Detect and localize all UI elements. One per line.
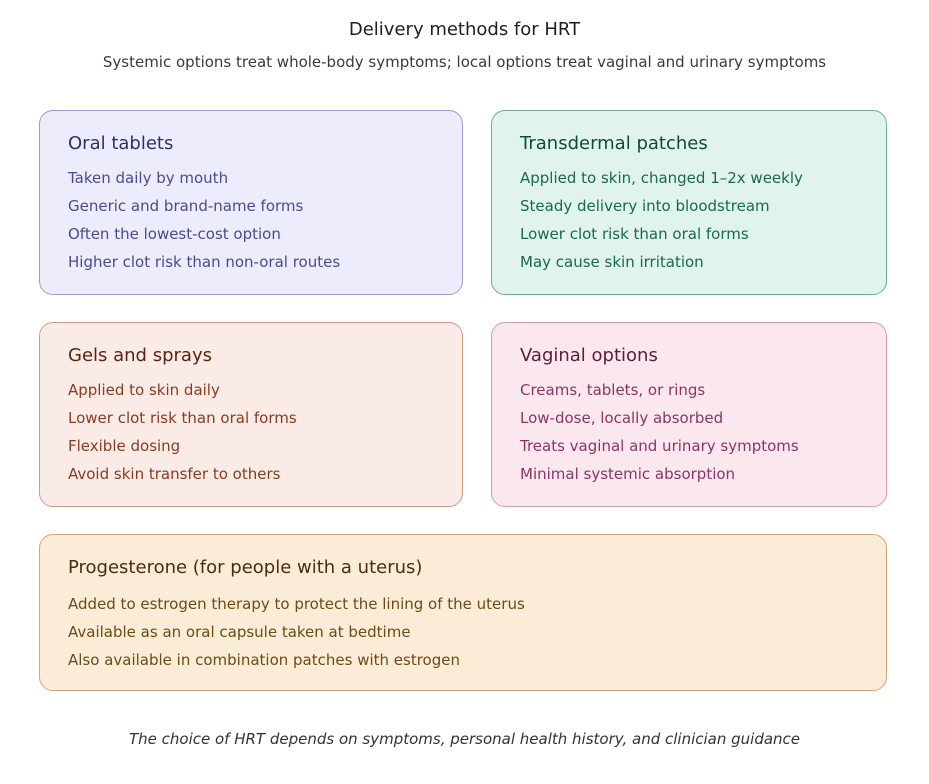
list-item: Minimal systemic absorption: [520, 465, 736, 483]
list-item: Added to estrogen therapy to protect the…: [68, 595, 525, 613]
list-item: Lower clot risk than oral forms: [520, 225, 749, 243]
list-item: Low-dose, locally absorbed: [520, 409, 724, 427]
card-transdermal-patches: Transdermal patches Applied to skin, cha…: [491, 110, 887, 295]
list-item: Also available in combination patches wi…: [68, 651, 460, 669]
card-gels-and-sprays: Gels and sprays Applied to skin daily Lo…: [39, 322, 463, 507]
card-list: Applied to skin daily Lower clot risk th…: [68, 376, 434, 488]
list-item: Treats vaginal and urinary symptoms: [520, 437, 799, 455]
list-item: Avoid skin transfer to others: [68, 465, 281, 483]
card-title: Progesterone (for people with a uterus): [68, 557, 423, 578]
card-list: Applied to skin, changed 1–2x weekly Ste…: [520, 164, 858, 276]
diagram-title: Delivery methods for HRT: [348, 19, 581, 40]
card-list: Creams, tablets, or rings Low-dose, loca…: [520, 376, 858, 488]
card-title: Oral tablets: [68, 133, 174, 154]
card-oral-tablets: Oral tablets Taken daily by mouth Generi…: [39, 110, 463, 295]
footer-note: The choice of HRT depends on symptoms, p…: [128, 730, 801, 748]
list-item: Steady delivery into bloodstream: [520, 197, 770, 215]
card-title: Vaginal options: [520, 345, 658, 366]
list-item: Creams, tablets, or rings: [520, 381, 706, 399]
card-list: Taken daily by mouth Generic and brand-n…: [68, 164, 434, 276]
list-item: Lower clot risk than oral forms: [68, 409, 297, 427]
card-title: Transdermal patches: [520, 133, 708, 154]
card-vaginal-options: Vaginal options Creams, tablets, or ring…: [491, 322, 887, 507]
list-item: Taken daily by mouth: [68, 169, 229, 187]
list-item: Flexible dosing: [68, 437, 181, 455]
list-item: Applied to skin daily: [68, 381, 220, 399]
list-item: Applied to skin, changed 1–2x weekly: [520, 169, 803, 187]
card-list: Added to estrogen therapy to protect the…: [68, 590, 858, 674]
list-item: May cause skin irritation: [520, 253, 704, 271]
card-title: Gels and sprays: [68, 345, 212, 366]
list-item: Generic and brand-name forms: [68, 197, 304, 215]
card-progesterone: Progesterone (for people with a uterus) …: [39, 534, 887, 691]
list-item: Available as an oral capsule taken at be…: [68, 623, 411, 641]
list-item: Higher clot risk than non-oral routes: [68, 253, 341, 271]
list-item: Often the lowest-cost option: [68, 225, 281, 243]
diagram-subtitle: Systemic options treat whole-body sympto…: [102, 53, 827, 71]
